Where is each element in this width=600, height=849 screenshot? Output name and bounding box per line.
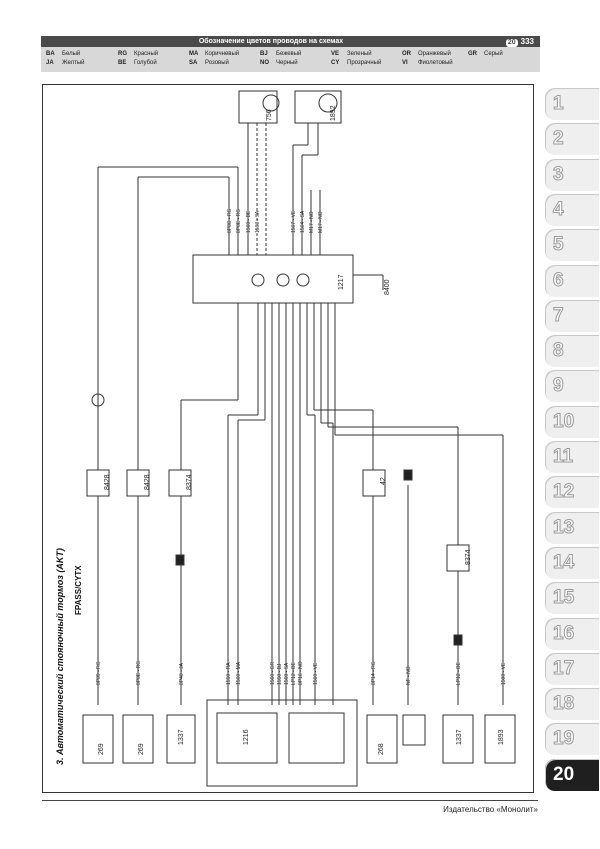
chapter-tab-15[interactable]: 15 [545,582,599,615]
color-legend-header: Обозначение цветов проводов на схемах 20… [41,36,540,72]
wiring-diagram-frame: 1216 1217 1337 1337 1893 1892 756 269 26… [42,84,534,793]
footer-rule [42,800,538,801]
diagram-title: 3. Автоматический стояночный тормоз (AKT… [55,548,65,765]
component-label: 1216 [243,729,250,745]
svg-text:8P16 - NO: 8P16 - NO [298,661,304,685]
svg-text:1550 - RA: 1550 - RA [226,662,232,685]
chapter-tab-8[interactable]: 8 [545,335,599,368]
chapter-tab-18[interactable]: 18 [545,688,599,721]
header-title: Обозначение цветов проводов на схемах [198,38,344,45]
svg-text:1560 - BE: 1560 - BE [246,210,252,233]
chapter-tab-9[interactable]: 9 [545,370,599,403]
chapter-logo: 20 [505,39,518,47]
svg-text:1560 - GR: 1560 - GR [270,662,276,685]
chapter-tab-10[interactable]: 10 [545,405,599,438]
component-label: 8428 [144,474,151,490]
chapter-tab-7[interactable]: 7 [545,299,599,332]
svg-text:M17 - NO: M17 - NO [309,211,315,233]
component-label: 8400 [384,279,391,295]
control-module-box [192,254,354,304]
component-label: 8374 [186,474,193,490]
chapter-tab-20[interactable]: 20 [545,758,599,791]
component-label: 269 [138,743,145,755]
svg-text:1550 - BJ: 1550 - BJ [277,663,283,685]
chapter-tab-17[interactable]: 17 [545,652,599,685]
chapter-tab-2[interactable]: 2 [545,123,599,156]
component-label: 8374 [465,549,472,565]
component-label: 1893 [498,729,505,745]
chapter-tab-14[interactable]: 14 [545,546,599,579]
svg-text:8P14 - RG: 8P14 - RG [371,661,377,685]
component-label: 42 [380,477,387,485]
connector-box [238,90,278,124]
component-label: 8428 [104,474,111,490]
svg-text:8P89 - RG: 8P89 - RG [96,661,102,685]
chapter-tab-12[interactable]: 12 [545,476,599,509]
chapter-tab-11[interactable]: 11 [545,441,599,473]
diagram-subtitle: FPASS/CYTX [74,565,83,615]
component-label: 268 [378,743,385,755]
chapter-tab-13[interactable]: 13 [545,511,599,544]
component-label: 269 [98,743,105,755]
header-bar: Обозначение цветов проводов на схемах 20… [41,36,540,47]
chapter-tab-4[interactable]: 4 [545,193,599,226]
svg-text:1567 - VE: 1567 - VE [291,210,297,233]
svg-text:1500 - VE: 1500 - VE [501,662,507,685]
svg-text:8P8E - RG: 8P8E - RG [136,661,142,685]
publisher-name: Издательство «Монолит» [443,805,538,814]
svg-text:8P8C - RG: 8P8C - RG [227,208,233,233]
chapter-tab-5[interactable]: 5 [545,229,599,262]
wiring-diagram: 1216 1217 1337 1337 1893 1892 756 269 26… [55,90,516,787]
svg-text:NF - NO: NF - NO [406,666,412,685]
svg-text:1564 - SA: 1564 - SA [300,210,306,233]
chapter-tab-19[interactable]: 19 [545,723,599,756]
svg-text:1560 - VE: 1560 - VE [313,662,319,685]
svg-text:1560 - SA: 1560 - SA [284,662,290,685]
component-label: 1337 [178,729,185,745]
component-label: 1337 [456,729,463,745]
svg-text:M17 - NO: M17 - NO [318,211,324,233]
svg-text:1560 - MA: 1560 - MA [236,661,242,685]
chapter-tab-1[interactable]: 1 [545,88,599,120]
chapter-tab-16[interactable]: 16 [545,617,599,650]
svg-text:LP12 - BE: LP12 - BE [291,662,297,685]
svg-text:1563 - SA: 1563 - SA [255,210,261,233]
component-label: 1892 [330,105,337,121]
chapter-tab-3[interactable]: 3 [545,158,599,191]
component-label: 756 [266,109,273,121]
svg-text:8P40 - JA: 8P40 - JA [179,662,185,685]
chapter-tab-6[interactable]: 6 [545,264,599,297]
component-label: 1217 [338,274,345,290]
svg-text:8P8E - RG: 8P8E - RG [236,209,242,233]
svg-text:LP12 - BE: LP12 - BE [456,662,462,685]
